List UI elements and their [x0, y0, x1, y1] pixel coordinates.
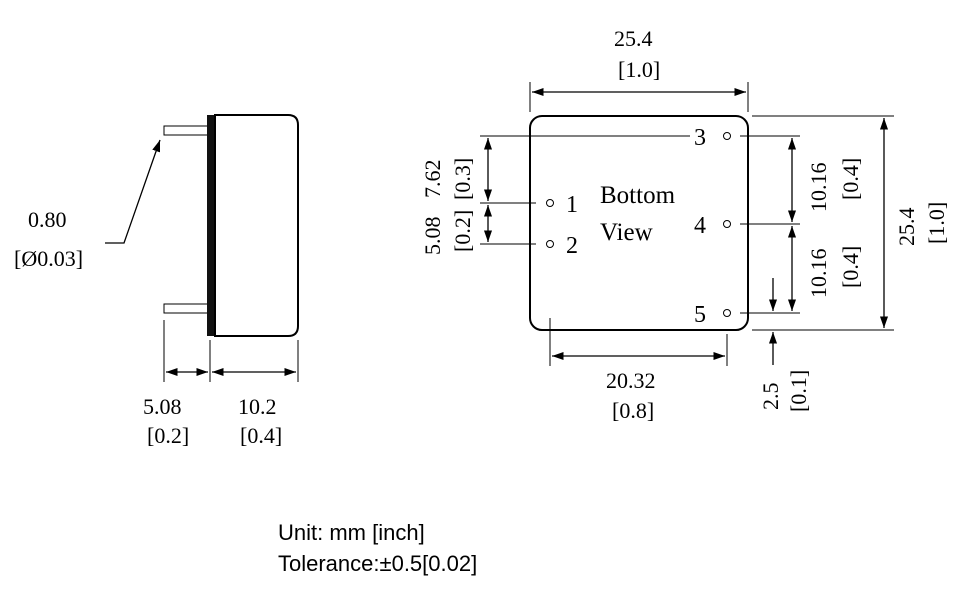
- pin12-spacing-value: 5.08: [420, 217, 445, 256]
- side-view: 0.80 [Ø0.03] 5.08 [0.2] 10.2 [0.4]: [14, 114, 299, 448]
- side-pin-bottom: [163, 303, 211, 314]
- pin-1-hole: [546, 199, 554, 207]
- pin-length-value: 5.08: [143, 394, 182, 419]
- bottom-view-title-line2: View: [600, 219, 653, 246]
- pin-3-hole: [723, 132, 731, 140]
- pin12-spacing-inch: [0.2]: [450, 210, 475, 252]
- bottom-view: 1 2 3 4 5 Bottom View 25.4 [1.0] 20.32 […: [420, 26, 949, 423]
- unit-note: Unit: mm [inch]: [278, 520, 425, 545]
- body-height-inch: [0.4]: [240, 423, 282, 448]
- pin-diameter-inch: [Ø0.03]: [14, 246, 83, 271]
- pin-5-hole: [723, 309, 731, 317]
- bottom-body-outline: [529, 115, 749, 331]
- body-height-value: 10.2: [238, 394, 277, 419]
- pin-4-label: 4: [694, 213, 706, 239]
- width-value: 25.4: [614, 26, 653, 51]
- pin-2-label: 2: [566, 233, 578, 259]
- pin-diameter-value: 0.80: [28, 207, 67, 232]
- pin-5-label: 5: [694, 302, 706, 328]
- pin-4-hole: [723, 220, 731, 228]
- width-inch: [1.0]: [618, 57, 660, 82]
- pin34-spacing-inch: [0.4]: [838, 158, 863, 200]
- pin-2-hole: [546, 240, 554, 248]
- edge-offset-value: 2.5: [758, 383, 783, 411]
- pin1-offset-value: 7.62: [420, 160, 445, 199]
- pin-length-inch: [0.2]: [147, 423, 189, 448]
- pin1-offset-inch: [0.3]: [450, 158, 475, 200]
- tolerance-note: Tolerance:±0.5[0.02]: [278, 551, 478, 576]
- pin-1-label: 1: [566, 192, 578, 218]
- height-value: 25.4: [894, 208, 919, 247]
- pin45-spacing-inch: [0.4]: [838, 246, 863, 288]
- side-pin-top: [163, 125, 211, 136]
- pin-3-label: 3: [694, 125, 706, 151]
- side-body: [214, 114, 299, 337]
- pin45-spacing-value: 10.16: [806, 249, 831, 299]
- bottom-view-title-line1: Bottom: [600, 182, 676, 209]
- pin-row-spacing-inch: [0.8]: [612, 398, 654, 423]
- pin34-spacing-value: 10.16: [806, 163, 831, 213]
- pin-row-spacing-value: 20.32: [606, 368, 656, 393]
- pin-diameter-leader: [105, 139, 161, 244]
- edge-offset-inch: [0.1]: [786, 370, 811, 412]
- side-base-plate: [207, 115, 215, 336]
- height-inch: [1.0]: [924, 202, 949, 244]
